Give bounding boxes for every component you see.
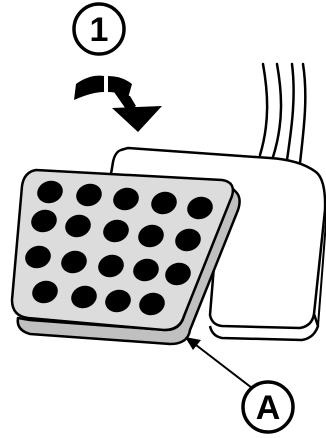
pedal-pad-studs: [25, 180, 213, 316]
part-letter: A: [256, 389, 281, 427]
step-number: 1: [90, 11, 109, 49]
part-callout-circle: [241, 380, 295, 434]
pedal-arm: [258, 62, 307, 165]
curved-rotation-arrow-icon: [74, 75, 162, 132]
part-callout: A: [241, 380, 295, 434]
part-a-leader-arrow: [185, 337, 253, 389]
step-callout-circle: [72, 2, 126, 56]
step-callout: 1: [72, 2, 126, 56]
pedal-pad-part-a: [10, 168, 241, 346]
